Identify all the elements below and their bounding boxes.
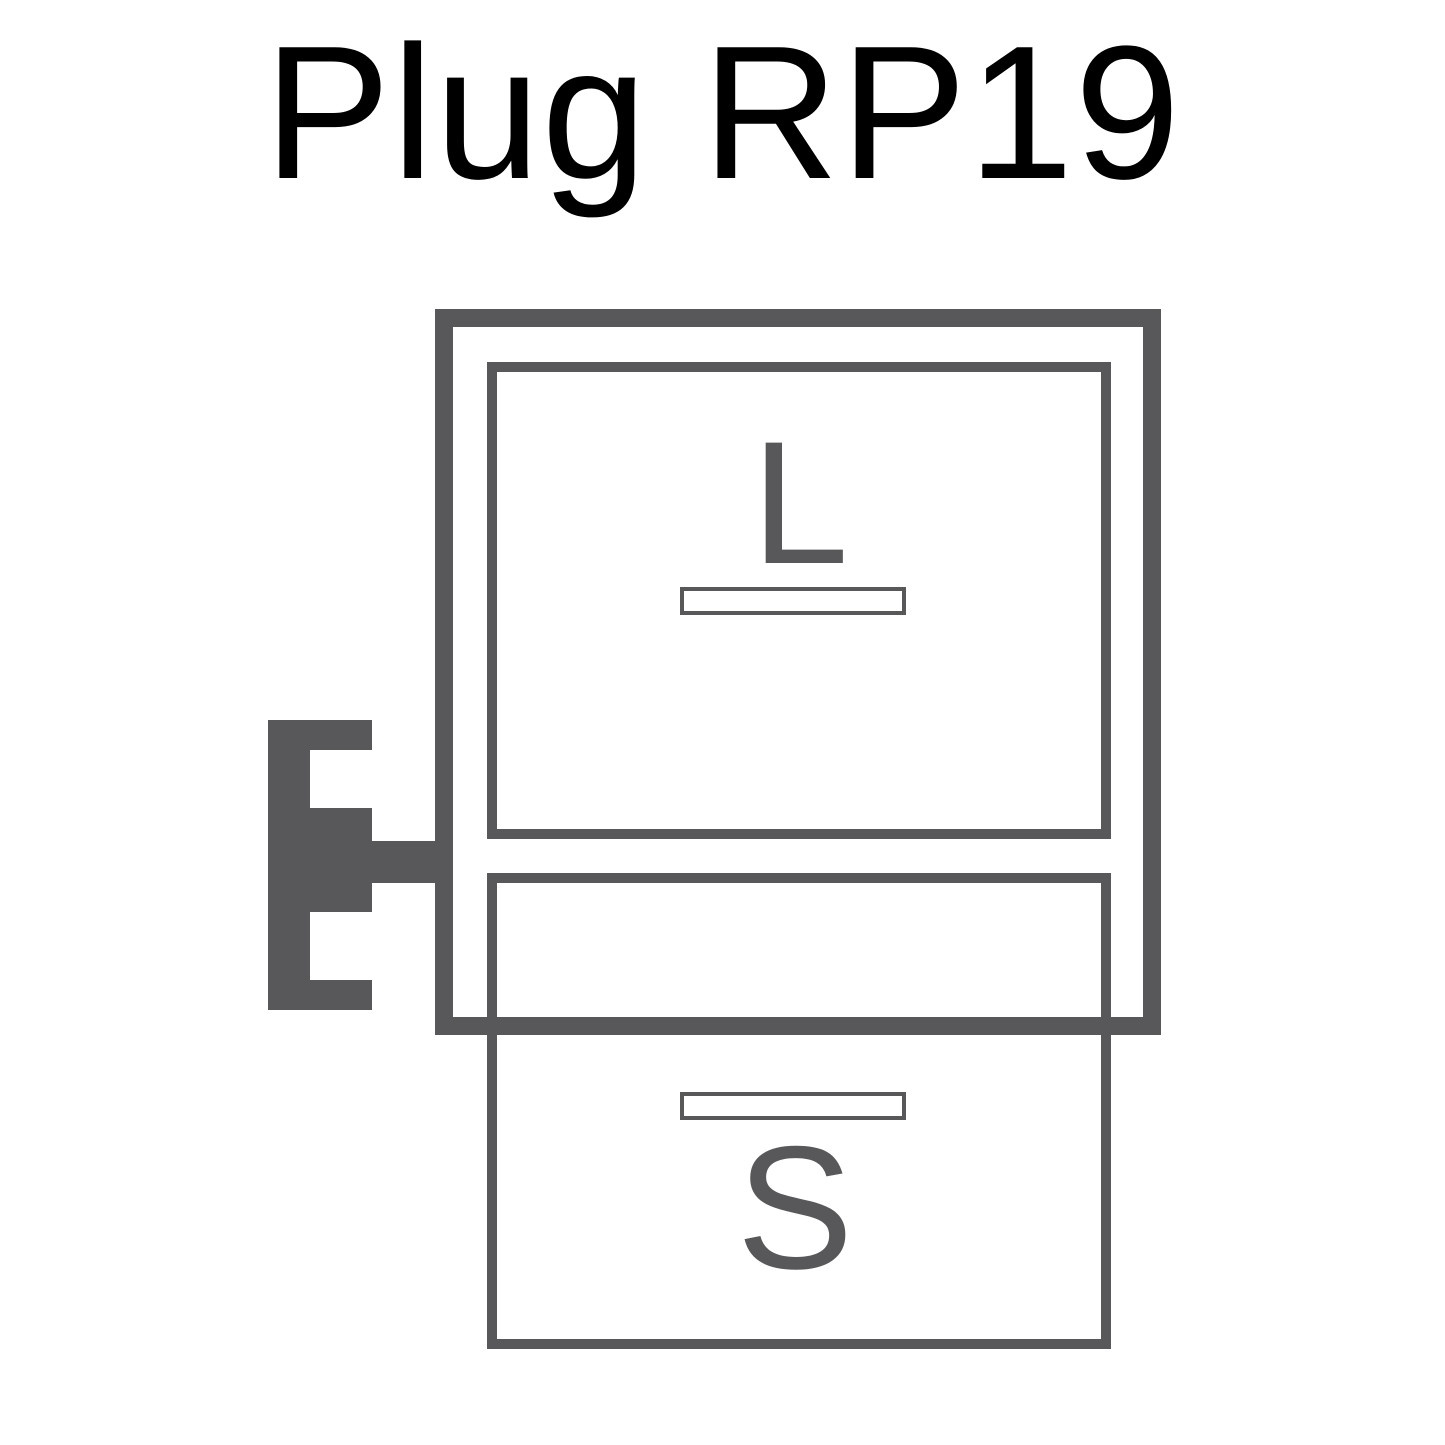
terminal-compartment-bottom	[487, 873, 1111, 1349]
terminal-slot-s-icon	[680, 1092, 906, 1120]
side-clip-icon	[268, 720, 444, 1010]
terminal-label-l: L	[751, 406, 848, 601]
terminal-label-s: S	[737, 1111, 854, 1306]
terminal-compartment-top	[487, 362, 1111, 839]
diagram-title: Plug RP19	[263, 7, 1182, 219]
terminal-slot-l-icon	[680, 587, 906, 615]
plug-housing-outer	[435, 309, 1161, 1035]
